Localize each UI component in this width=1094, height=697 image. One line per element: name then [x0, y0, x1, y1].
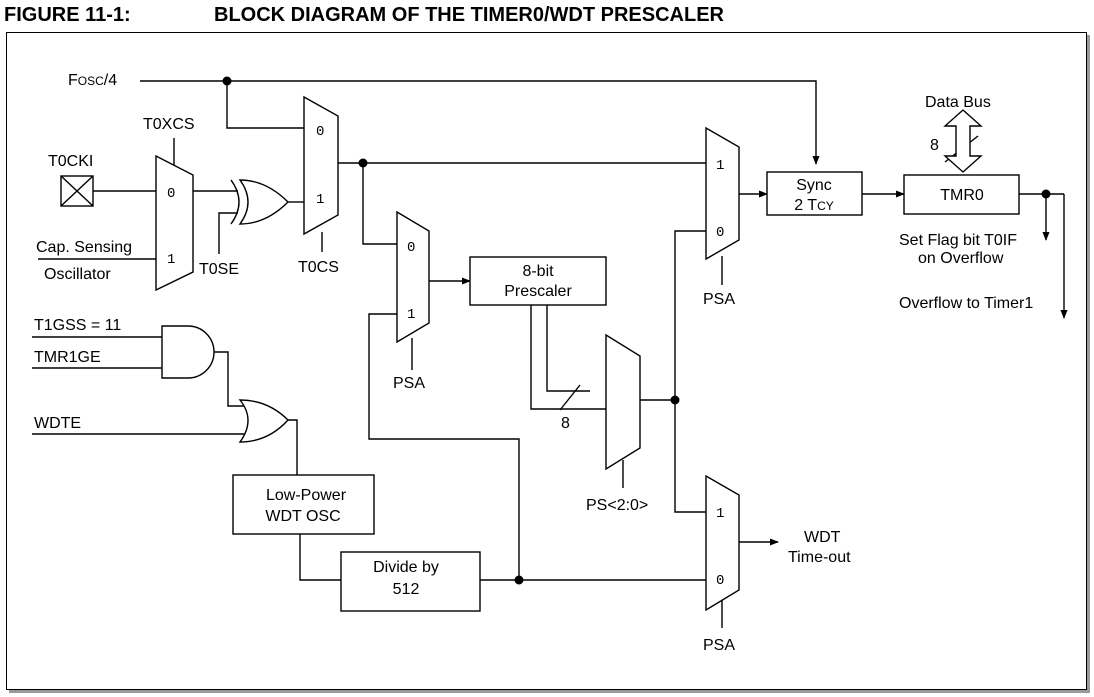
- bus-width-label: 8: [930, 137, 939, 154]
- t1gss-label: T1GSS = 11: [34, 317, 121, 334]
- on-overflow-label: on Overflow: [918, 250, 1004, 267]
- data-bus-arrow: [943, 109, 983, 173]
- wire-and-to-or: [214, 351, 246, 407]
- mux-t0cs-in0: 0: [316, 124, 324, 140]
- mux-t0cs: [303, 95, 339, 236]
- xor-gate: [230, 179, 289, 225]
- fosc-label: FOSC/4: [68, 72, 117, 89]
- mux-psa-prescaler-input: [396, 210, 430, 344]
- wdt-label: WDT: [804, 529, 841, 546]
- wire-wdt-feedback: [368, 313, 520, 580]
- wire-prescaler-to-ps-mux-a: [530, 305, 606, 410]
- mux-t0cs-in1: 1: [316, 192, 324, 208]
- sync-2tcy-label: 2 TCY: [794, 197, 834, 214]
- t0cki-pin: [60, 175, 94, 207]
- lp-osc-label-1: Low-Power: [266, 487, 347, 504]
- cap-sensing-label: Cap. Sensing: [36, 239, 132, 256]
- mux-t0xcs: [155, 154, 194, 292]
- lp-osc-label-2: WDT OSC: [265, 508, 340, 525]
- t0cs-label: T0CS: [298, 259, 339, 276]
- wire-or-to-lposc: [286, 419, 298, 475]
- psa-left-label: PSA: [393, 375, 425, 392]
- divider-block: [340, 551, 481, 612]
- sync-label: Sync: [796, 177, 832, 194]
- data-bus-label: Data Bus: [925, 94, 991, 111]
- t0xcs-label: T0XCS: [143, 116, 195, 133]
- lp-wdt-osc-block: [232, 474, 375, 535]
- wire-fosc-to-t0cs-mux: [226, 81, 304, 129]
- mux-psa-tmr0: [705, 126, 740, 261]
- wire-t0se-to-xor: [218, 212, 238, 254]
- bus-slash-prescaler: [559, 384, 581, 411]
- ps-label: PS<2:0>: [586, 497, 648, 514]
- prescaler-width-label: 8: [561, 415, 570, 432]
- junction-dot: [670, 395, 680, 405]
- tmr0-label: TMR0: [940, 187, 984, 204]
- junction-dot: [514, 575, 524, 585]
- mux-psa-left-in1: 1: [407, 307, 415, 323]
- figure-title: BLOCK DIAGRAM OF THE TIMER0/WDT PRESCALE…: [214, 4, 724, 26]
- prescaler-block: [469, 256, 607, 306]
- t0se-label: T0SE: [199, 261, 239, 278]
- wire-prescaler-to-ps-mux-b: [546, 305, 590, 392]
- divider-label-1: Divide by: [373, 559, 439, 576]
- set-flag-label: Set Flag bit T0IF: [899, 232, 1017, 249]
- mux-psa-wdt: [705, 474, 740, 612]
- sync-block: [766, 171, 863, 216]
- mux-psa-tmr0-in0: 0: [716, 225, 724, 241]
- mux-ps-select: [605, 333, 641, 471]
- wire-fosc-to-sync: [140, 80, 820, 165]
- junction-dot: [358, 158, 368, 168]
- figure-number: FIGURE 11-1:: [4, 4, 131, 26]
- wire-ps-to-wdt-mux: [674, 400, 706, 513]
- prescaler-label-2: Prescaler: [504, 283, 572, 300]
- mux-psa-tmr0-in1: 1: [716, 158, 724, 174]
- wdte-label: WDTE: [34, 415, 81, 432]
- mux-psa-left-in0: 0: [407, 240, 415, 256]
- wire-t0cs-to-psa-mux: [362, 163, 397, 245]
- and-gate: [161, 325, 215, 379]
- junction-dot: [1041, 189, 1051, 199]
- time-out-label: Time-out: [788, 549, 851, 566]
- or-gate: [238, 399, 289, 443]
- mux-t0xcs-in1: 1: [167, 252, 175, 268]
- tmr0-register: [903, 174, 1020, 215]
- t0cki-label: T0CKI: [48, 153, 93, 170]
- prescaler-label-1: 8-bit: [522, 263, 554, 280]
- psa-bottom-label: PSA: [703, 637, 735, 654]
- mux-psa-wdt-in0: 0: [716, 573, 724, 589]
- junction-dot: [222, 76, 232, 86]
- cap-oscillator-label: Oscillator: [44, 266, 111, 283]
- wire-lposc-to-divider: [299, 534, 341, 581]
- wires: [32, 80, 1068, 628]
- overflow-timer1-label: Overflow to Timer1: [899, 295, 1033, 312]
- mux-t0xcs-in0: 0: [167, 186, 175, 202]
- wire-ps-to-tmr0-mux: [674, 230, 706, 400]
- divider-label-2: 512: [393, 581, 420, 598]
- mux-psa-wdt-in1: 1: [716, 506, 724, 522]
- tmr1ge-label: TMR1GE: [34, 349, 101, 366]
- psa-top-label: PSA: [703, 291, 735, 308]
- junctions: [222, 76, 1051, 585]
